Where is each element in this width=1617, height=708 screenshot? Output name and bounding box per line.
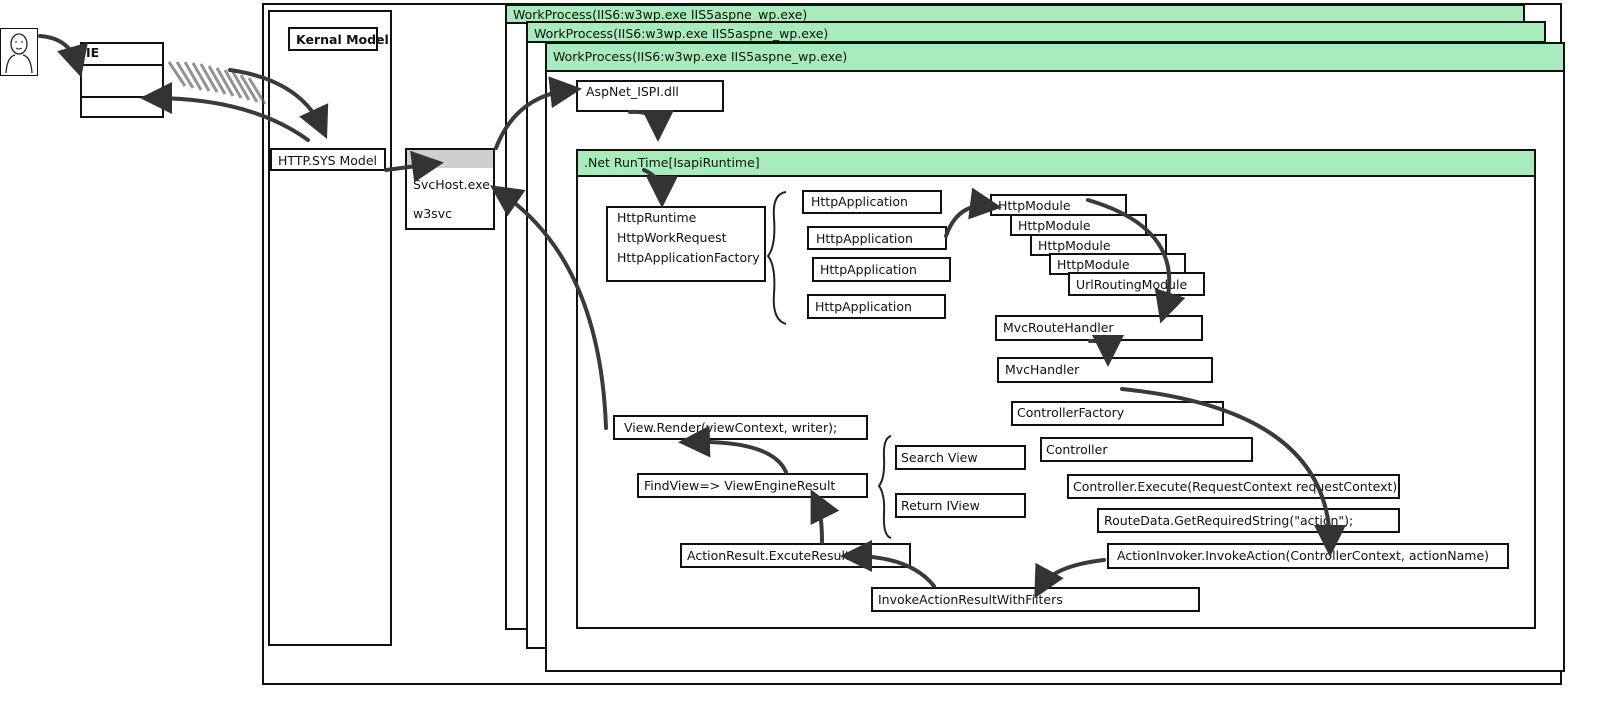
mvc-handler-box: MvcHandler [997, 357, 1213, 383]
http-runtime-label: HttpRuntime [617, 210, 697, 225]
work-process-bar-2: WorkProcess(IIS6:w3wp.exe IIS5aspne_wp.e… [526, 21, 1546, 43]
runtime-title: .Net RunTime[IsapiRuntime] [584, 155, 760, 170]
kernel-model-column [268, 10, 392, 646]
controller-factory-label: ControllerFactory [1017, 405, 1125, 420]
work-process-title-1: WorkProcess(IIS6:w3wp.exe IIS5aspne_wp.e… [513, 7, 808, 22]
http-module-label-1: HttpModule [998, 198, 1071, 213]
kernal-model-label: Kernal Model [296, 32, 389, 47]
browser-window: IE [80, 42, 164, 118]
kernal-model-box: Kernal Model [288, 27, 389, 51]
http-module-label-4: HttpModule [1057, 257, 1130, 272]
work-process-bar-3: WorkProcess(IIS6:w3wp.exe IIS5aspne_wp.e… [545, 42, 1565, 72]
mvc-route-handler-label: MvcRouteHandler [1003, 320, 1114, 335]
http-module-2: HttpModule [1010, 214, 1147, 236]
invoke-action-result-label: InvokeActionResultWithFilters [878, 592, 1063, 607]
controller-factory-box: ControllerFactory [1011, 401, 1224, 426]
http-application-label-1: HttpApplication [811, 194, 908, 209]
view-brace [877, 435, 892, 539]
action-invoker-box: ActionInvoker.InvokeAction(ControllerCon… [1107, 543, 1509, 569]
http-application-factory-label: HttpApplicationFactory [617, 250, 760, 265]
return-iview-label: Return IView [901, 498, 980, 513]
isapi-label: AspNet_ISPI.dll [586, 84, 679, 99]
http-runtime-box: HttpRuntime HttpWorkRequest HttpApplicat… [606, 206, 766, 282]
view-render-label: View.Render(viewContext, writer); [624, 420, 838, 435]
view-render-box: View.Render(viewContext, writer); [613, 415, 868, 440]
browser-label: IE [86, 45, 100, 60]
http-module-1: HttpModule [990, 194, 1127, 216]
http-sys-box: HTTP.SYS Model [270, 148, 386, 171]
http-application-label-2: HttpApplication [816, 231, 913, 246]
http-application-2: HttpApplication [807, 226, 947, 250]
http-application-label-4: HttpApplication [815, 299, 912, 314]
controller-box: Controller [1040, 437, 1253, 462]
mvc-route-handler-box: MvcRouteHandler [995, 315, 1203, 341]
http-application-4: HttpApplication [807, 294, 946, 319]
action-result-label: ActionResult.ExcuteResult [687, 548, 850, 563]
http-work-request-label: HttpWorkRequest [617, 230, 727, 245]
return-iview-box: Return IView [895, 493, 1026, 518]
find-view-box: FindView=> ViewEngineResult [637, 473, 868, 498]
controller-execute-label: Controller.Execute(RequestContext reques… [1073, 479, 1398, 494]
scribble-shading [167, 61, 267, 105]
invoke-action-result-box: InvokeActionResultWithFilters [871, 587, 1200, 612]
work-process-title-3: WorkProcess(IIS6:w3wp.exe IIS5aspne_wp.e… [553, 49, 848, 64]
work-process-title-2: WorkProcess(IIS6:w3wp.exe IIS5aspne_wp.e… [534, 26, 829, 41]
http-sys-label: HTTP.SYS Model [278, 153, 378, 168]
http-module-label-2: HttpModule [1018, 218, 1091, 233]
http-module-label-3: HttpModule [1038, 238, 1111, 253]
application-brace [766, 191, 787, 325]
url-routing-module-box: UrlRoutingModule [1068, 272, 1205, 296]
isapi-box: AspNet_ISPI.dll [576, 80, 724, 112]
action-invoker-label: ActionInvoker.InvokeAction(ControllerCon… [1117, 548, 1490, 563]
url-routing-module-label: UrlRoutingModule [1076, 277, 1188, 292]
action-result-box: ActionResult.ExcuteResult [680, 543, 911, 568]
controller-execute-box: Controller.Execute(RequestContext reques… [1067, 474, 1400, 499]
route-data-box: RouteData.GetRequiredString("action"); [1097, 508, 1400, 533]
svchost-box: SvcHost.exe w3svc [405, 148, 495, 230]
http-application-1: HttpApplication [802, 190, 942, 214]
http-application-label-3: HttpApplication [820, 262, 917, 277]
find-view-label: FindView=> ViewEngineResult [644, 478, 836, 493]
user-avatar [0, 28, 38, 76]
search-view-label: Search View [901, 450, 978, 465]
w3svc-label: w3svc [413, 206, 452, 221]
route-data-label: RouteData.GetRequiredString("action"); [1104, 513, 1354, 528]
search-view-box: Search View [895, 445, 1026, 470]
runtime-bar: .Net RunTime[IsapiRuntime] [576, 149, 1536, 177]
http-application-3: HttpApplication [812, 257, 951, 282]
arrow-user-to-ie [38, 34, 88, 78]
controller-label: Controller [1046, 442, 1108, 457]
user-icon [5, 33, 33, 74]
mvc-handler-label: MvcHandler [1005, 362, 1080, 377]
svchost-label: SvcHost.exe [413, 177, 490, 192]
